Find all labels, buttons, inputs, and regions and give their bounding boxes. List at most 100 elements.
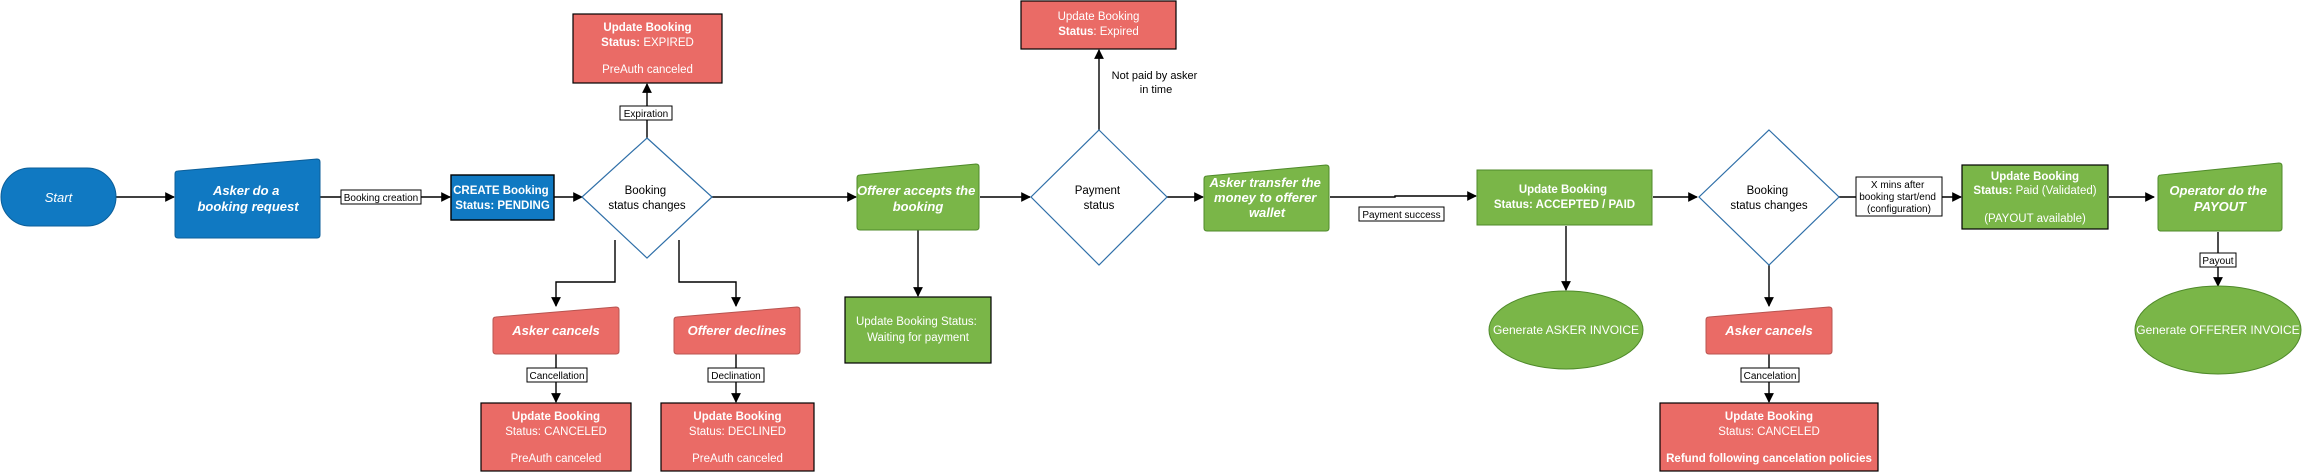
asker-transfer-label: Asker transfer the money to offerer wall…: [1209, 175, 1325, 220]
status-changes-2-label: Booking status changes: [1730, 185, 1808, 212]
edge-label-x-mins: X mins after booking start/end (configur…: [1855, 176, 1943, 217]
payment-status-node: Payment status: [1030, 129, 1168, 266]
canceled-1-status: Status: CANCELED: [505, 426, 607, 438]
edge-status-to-asker-cancels: [551, 240, 616, 307]
asker-transfer-node: Asker transfer the money to offerer wall…: [1203, 164, 1330, 232]
status-changes-2-node: Booking status changes: [1698, 129, 1840, 266]
status-changes-1-node: Booking status changes: [581, 137, 713, 259]
waiting-payment-node: Update Booking Status: Waiting for payme…: [844, 296, 992, 364]
edge-label-not-paid: Not paid by asker in time: [1112, 70, 1201, 96]
svg-text:Not paid by asker in t: Not paid by asker in time: [1112, 70, 1201, 96]
payment-status-label: Payment status: [1075, 185, 1124, 212]
canceled-1-title: Update Booking: [512, 411, 600, 423]
waiting-payment-label: Update Booking Status: Waiting for payme…: [856, 316, 980, 344]
svg-text:Booking creation: Booking creation: [344, 193, 419, 204]
svg-text:X mins after booking s: X mins after booking start/end (configur…: [1859, 180, 1939, 215]
edge-label-expiration: Expiration: [619, 105, 673, 121]
expired-1-status: Status: EXPIRED: [601, 37, 694, 49]
offerer-declines-shape: [673, 306, 801, 355]
asker-cancels-2-node: Asker cancels: [1705, 306, 1833, 355]
asker-cancels-1-node: Asker cancels: [492, 306, 620, 355]
operator-payout-shape: [2157, 162, 2283, 232]
status-changes-1-label: Booking status changes: [608, 185, 686, 212]
accepted-paid-box: [1476, 169, 1653, 226]
expired-1-title: Update Booking: [603, 22, 691, 34]
canceled-2-note: Refund following cancelation policies: [1666, 453, 1872, 465]
start-terminator: [0, 167, 117, 227]
svg-text:Cancellation: Cancellation: [529, 371, 584, 382]
canceled-2-box: [1659, 402, 1879, 472]
svg-text:Payout: Payout: [2202, 256, 2233, 267]
paid-validated-node: Update Booking Status: Paid (Validated) …: [1961, 164, 2109, 230]
paid-validated-note: (PAYOUT available): [1984, 213, 2086, 225]
status-changes-1-diamond: [581, 137, 713, 259]
create-booking-label: CREATE Booking Status: PENDING: [453, 185, 552, 212]
edge-labels: Booking creation Expiration Cancellation…: [340, 70, 2237, 383]
asker-transfer-shape: [1203, 164, 1330, 232]
asker-cancels-1-label: Asker cancels: [511, 323, 599, 338]
payment-status-diamond: [1030, 129, 1168, 266]
edges: [116, 49, 2223, 403]
canceled-2-status: Status: CANCELED: [1718, 426, 1820, 438]
offerer-invoice-label: Generate OFFERER INVOICE: [2136, 323, 2299, 337]
start-label: Start: [45, 190, 74, 205]
svg-text:Expiration: Expiration: [624, 109, 668, 120]
edge-label-booking-creation: Booking creation: [340, 189, 422, 205]
status-changes-2-diamond: [1698, 129, 1840, 266]
start-node: Start: [0, 167, 117, 227]
svg-text:Declination: Declination: [711, 371, 760, 382]
edge-label-payout: Payout: [2199, 252, 2237, 268]
svg-text:Cancelation: Cancelation: [1744, 371, 1797, 382]
asker-cancels-1-shape: [492, 306, 620, 355]
edge-label-declination: Declination: [707, 367, 765, 383]
offerer-accepts-node: Offerer accepts the booking: [856, 163, 980, 231]
declined-node: Update Booking Status: DECLINED PreAuth …: [660, 402, 815, 472]
create-booking-node: CREATE Booking Status: PENDING: [450, 174, 555, 221]
edge-label-cancellation: Cancellation: [526, 367, 588, 383]
expired-2-status: Status: Expired: [1058, 26, 1139, 38]
asker-cancels-2-label: Asker cancels: [1724, 323, 1812, 338]
svg-text:Payment success: Payment success: [1362, 210, 1440, 221]
expired-2-title: Update Booking: [1058, 11, 1140, 23]
declined-status: Status: DECLINED: [689, 426, 786, 438]
operator-payout-label: Operator do the PAYOUT: [2169, 183, 2270, 214]
asker-invoice-ellipse: [1488, 290, 1644, 370]
canceled-1-box: [480, 402, 632, 472]
waiting-payment-box: [844, 296, 992, 364]
edge-label-cancelation: Cancelation: [1740, 367, 1800, 383]
asker-request-shape: [174, 158, 321, 239]
expired-1-note: PreAuth canceled: [602, 64, 693, 76]
edge-transfer-to-accepted: [1330, 191, 1477, 201]
edge-label-payment-success: Payment success: [1358, 206, 1445, 222]
offerer-accepts-label: Offerer accepts the booking: [857, 183, 979, 214]
paid-validated-title: Update Booking: [1991, 171, 2079, 183]
offerer-declines-node: Offerer declines: [673, 306, 801, 355]
asker-request-node: Asker do a booking request: [174, 158, 321, 239]
offerer-invoice-node: Generate OFFERER INVOICE: [2134, 285, 2302, 375]
offerer-declines-label: Offerer declines: [688, 323, 787, 338]
offerer-invoice-ellipse: [2134, 285, 2302, 375]
edge-status-to-offerer-declines: [678, 240, 741, 307]
asker-invoice-node: Generate ASKER INVOICE: [1488, 290, 1644, 370]
asker-cancels-2-shape: [1705, 306, 1833, 355]
expired-1-node: Update Booking Status: EXPIRED PreAuth c…: [572, 13, 723, 84]
create-booking-box: [450, 174, 555, 221]
canceled-1-node: Update Booking Status: CANCELED PreAuth …: [480, 402, 632, 472]
declined-title: Update Booking: [693, 411, 781, 423]
paid-validated-box: [1961, 164, 2109, 230]
expired-2-node: Update Booking Status: Expired: [1020, 0, 1177, 50]
offerer-accepts-shape: [856, 163, 980, 231]
expired-2-box: [1020, 0, 1177, 50]
canceled-1-note: PreAuth canceled: [511, 453, 602, 465]
paid-validated-status: Status: Paid (Validated): [1973, 185, 2096, 197]
accepted-paid-label: Update Booking Status: ACCEPTED / PAID: [1494, 184, 1635, 211]
asker-invoice-label: Generate ASKER INVOICE: [1493, 323, 1639, 337]
declined-note: PreAuth canceled: [692, 453, 783, 465]
canceled-2-title: Update Booking: [1725, 411, 1813, 423]
accepted-paid-node: Update Booking Status: ACCEPTED / PAID: [1476, 169, 1653, 226]
declined-box: [660, 402, 815, 472]
asker-request-label: Asker do a booking request: [197, 183, 299, 214]
expired-1-box: [572, 13, 723, 84]
operator-payout-node: Operator do the PAYOUT: [2157, 162, 2283, 232]
